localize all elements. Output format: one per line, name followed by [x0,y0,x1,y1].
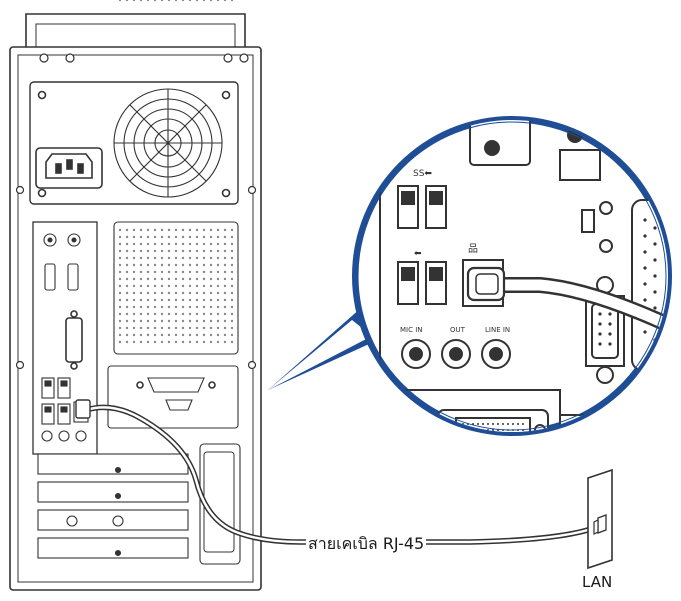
cable-label: สายเคเบิล RJ-45 [306,532,427,557]
audio-jacks-top [43,233,81,247]
computer-tower [9,0,262,591]
zoom-callout-icon: SS⬅ ⬅ 品 MIC IN OUT LINE IN [268,116,672,436]
expansion-slots [37,453,189,559]
svg-text:品: 品 [468,243,478,255]
svg-text:OUT: OUT [450,326,466,334]
audio-jacks-bottom [41,430,87,442]
vga-port-icon [65,310,83,370]
svg-text:MIC IN: MIC IN [400,326,423,334]
svg-text:SS⬅: SS⬅ [413,169,432,179]
rj45-plug-icon [75,399,91,419]
vent-dots [118,0,234,344]
power-socket-icon [35,147,103,189]
lan-wall-outlet-icon [587,468,613,570]
svg-text:LINE IN: LINE IN [485,326,510,334]
rj45-cable [75,399,595,545]
display-ports [44,263,79,291]
legacy-port-plate [107,365,239,429]
screw-icons [15,53,257,370]
psu-fan-icon [113,88,223,198]
lan-label: LAN [582,573,613,591]
vent-grille [113,221,239,355]
svg-text:⬅: ⬅ [414,249,422,259]
